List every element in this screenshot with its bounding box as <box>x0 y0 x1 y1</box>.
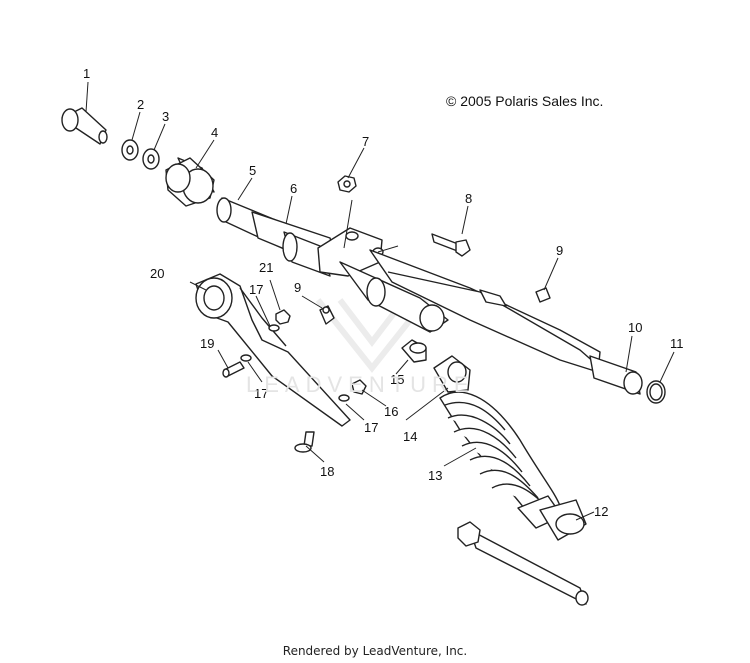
callout-17-lower: 17 <box>364 420 378 435</box>
bushing-part-15 <box>401 339 427 363</box>
washer-part-2 <box>121 139 139 161</box>
callout-11: 11 <box>670 336 684 351</box>
leader-lines <box>85 81 675 521</box>
callout-15: 15 <box>390 372 404 387</box>
callout-16: 16 <box>384 404 398 419</box>
nut-part-7 <box>337 175 357 193</box>
callout-10: 10 <box>628 320 642 335</box>
swing-arm <box>317 227 643 395</box>
bolt-part-8 <box>431 233 471 257</box>
callout-20: 20 <box>150 266 164 281</box>
callout-21: 21 <box>259 260 273 275</box>
callout-13: 13 <box>428 468 442 483</box>
footer-credit: Rendered by LeadVenture, Inc. <box>282 644 468 658</box>
callout-18: 18 <box>320 464 334 479</box>
pivot-tube-part-5-6 <box>216 197 341 277</box>
callout-19: 19 <box>200 336 214 351</box>
callout-labels: 1 2 3 4 5 6 7 8 9 9 10 11 12 13 14 15 16… <box>83 66 684 519</box>
callout-9-upper: 9 <box>556 243 563 258</box>
bushing-part-4 <box>165 157 215 207</box>
callout-7: 7 <box>362 134 369 149</box>
callout-17-middle: 17 <box>254 386 268 401</box>
callout-1: 1 <box>83 66 90 81</box>
bolt-part-1 <box>61 107 108 145</box>
washer-part-3 <box>142 148 160 170</box>
link-arm-part-20 <box>195 273 351 427</box>
bolt-part-18 <box>294 431 315 453</box>
callout-17-upper: 17 <box>249 282 263 297</box>
washer-part-17-upper <box>268 324 280 332</box>
callout-9-lower: 9 <box>294 280 301 295</box>
bolt-part-19 <box>222 361 245 378</box>
ring-part-11 <box>646 380 666 404</box>
washer-part-17-lower <box>338 394 350 402</box>
callout-4: 4 <box>211 125 218 140</box>
callout-6: 6 <box>290 181 297 196</box>
callout-8: 8 <box>465 191 472 206</box>
callout-2: 2 <box>137 97 144 112</box>
grease-fitting-part-9-upper <box>535 287 551 303</box>
shock-absorber-part-13 <box>433 355 587 541</box>
bolt-part-12 <box>457 521 589 606</box>
nut-part-21 <box>275 309 291 325</box>
callout-14: 14 <box>403 429 417 444</box>
grease-fitting-part-9-lower <box>319 305 335 325</box>
leadventure-logo-icon <box>315 298 429 373</box>
watermark-text: LEADVENTURE <box>246 372 475 397</box>
callout-3: 3 <box>162 109 169 124</box>
copyright-text: © 2005 Polaris Sales Inc. <box>446 93 604 109</box>
callout-5: 5 <box>249 163 256 178</box>
washer-part-17-middle <box>240 354 252 362</box>
callout-12: 12 <box>594 504 608 519</box>
